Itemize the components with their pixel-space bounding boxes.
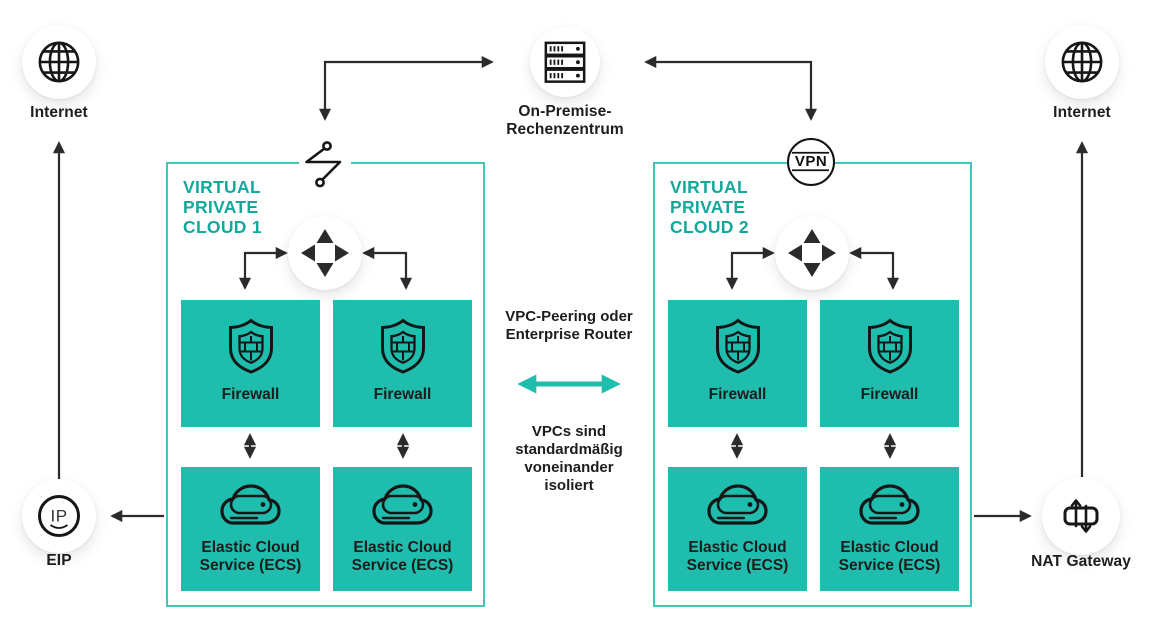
firewall-label: Firewall	[373, 386, 432, 403]
server-rack-icon	[544, 41, 586, 83]
ecs-label: Elastic Cloud Service (ECS)	[200, 539, 302, 574]
ecs-cloud-icon	[372, 484, 433, 525]
firewall-label: Firewall	[860, 386, 919, 403]
ecs-label: Elastic Cloud Service (ECS)	[687, 539, 789, 574]
firewall-shield-icon	[867, 318, 912, 374]
ecs-box-vpc2-right: Elastic Cloud Service (ECS)	[820, 467, 959, 591]
crossroads-icon	[788, 229, 836, 277]
firewall-box-vpc1-right: Firewall	[333, 300, 472, 427]
firewall-box-vpc1-left: Firewall	[181, 300, 320, 427]
peering-label-line1: VPC-Peering oder	[505, 308, 633, 325]
ecs-label-line1: Elastic Cloud	[201, 539, 300, 556]
nat-gateway-node	[1042, 477, 1120, 555]
ip-icon: IP	[38, 495, 80, 537]
vpc1-title: VIRTUAL PRIVATE CLOUD 1	[183, 177, 262, 237]
vpc1-title-line2: PRIVATE	[183, 197, 259, 217]
ecs-label-line2: Service (ECS)	[199, 556, 302, 574]
isolation-label-line3: voneinander	[524, 459, 614, 476]
internet-left-node	[22, 25, 96, 99]
arrow-router1-firewall-left	[238, 246, 288, 290]
crossroads-icon	[301, 229, 349, 277]
svg-text:IP: IP	[50, 507, 67, 526]
arrow-router2-firewall-right	[849, 246, 900, 290]
direct-connect-icon	[299, 135, 351, 189]
arrow-router2-firewall-left	[725, 246, 775, 290]
firewall-label: Firewall	[708, 386, 767, 403]
firewall-box-vpc2-left: Firewall	[668, 300, 807, 427]
firewall-shield-icon	[228, 318, 273, 374]
ecs-label: Elastic Cloud Service (ECS)	[352, 539, 454, 574]
on-premise-label-line1: On-Premise-	[518, 103, 612, 120]
vpc1-title-line1: VIRTUAL	[183, 177, 261, 197]
ecs-label-line2: Service (ECS)	[838, 556, 941, 574]
ecs-cloud-icon	[859, 484, 920, 525]
firewall-box-vpc2-right: Firewall	[820, 300, 959, 427]
globe-icon	[1061, 41, 1103, 83]
firewall-shield-icon	[715, 318, 760, 374]
ecs-cloud-icon	[220, 484, 281, 525]
arrow-router1-firewall-right	[362, 246, 413, 290]
vpc2-title-line3: CLOUD 2	[670, 217, 749, 237]
firewall-label: Firewall	[221, 386, 280, 403]
ecs-box-vpc1-right: Elastic Cloud Service (ECS)	[333, 467, 472, 591]
globe-icon	[38, 41, 80, 83]
vpn-label-text: VPN	[794, 153, 828, 170]
internet-left-label: Internet	[30, 104, 88, 121]
eip-label: EIP	[46, 552, 72, 569]
vpc1-title-line3: CLOUD 1	[183, 217, 262, 237]
internet-right-node	[1045, 25, 1119, 99]
ecs-label-line1: Elastic Cloud	[688, 539, 787, 556]
ecs-label-line1: Elastic Cloud	[840, 539, 939, 556]
ecs-cloud-icon	[707, 484, 768, 525]
isolation-label-line1: VPCs sind	[531, 423, 607, 440]
on-premise-node	[530, 27, 600, 97]
peering-label-line2: Enterprise Router	[505, 326, 633, 343]
peering-label: VPC-Peering oder Enterprise Router	[487, 308, 651, 344]
vpn-icon: VPN	[787, 138, 835, 186]
isolation-label-line2: standardmäßig	[515, 441, 623, 458]
ecs-label: Elastic Cloud Service (ECS)	[839, 539, 941, 574]
vpc2-title-line2: PRIVATE	[670, 197, 746, 217]
isolation-label: VPCs sind standardmäßig voneinander isol…	[487, 423, 651, 495]
eip-node: IP	[22, 479, 96, 553]
ecs-box-vpc2-left: Elastic Cloud Service (ECS)	[668, 467, 807, 591]
ecs-label-line1: Elastic Cloud	[353, 539, 452, 556]
router-icon-vpc2	[775, 216, 849, 290]
on-premise-label-line2: Rechenzentrum	[506, 120, 624, 138]
nat-gateway-label: NAT Gateway	[1031, 553, 1131, 570]
ecs-box-vpc1-left: Elastic Cloud Service (ECS)	[181, 467, 320, 591]
vpc2-title-line1: VIRTUAL	[670, 177, 748, 197]
arrow-vpc1-onpremise	[318, 55, 494, 121]
vpc2-title: VIRTUAL PRIVATE CLOUD 2	[670, 177, 749, 237]
isolation-label-line4: isoliert	[544, 477, 594, 494]
on-premise-label: On-Premise- Rechenzentrum	[485, 103, 645, 138]
ecs-label-line2: Service (ECS)	[686, 556, 789, 574]
ecs-label-line2: Service (ECS)	[351, 556, 454, 574]
firewall-shield-icon	[380, 318, 425, 374]
internet-right-label: Internet	[1053, 104, 1111, 121]
router-icon-vpc1	[288, 216, 362, 290]
arrow-vpc2-onpremise	[644, 55, 818, 121]
nat-gateway-icon	[1063, 499, 1099, 533]
